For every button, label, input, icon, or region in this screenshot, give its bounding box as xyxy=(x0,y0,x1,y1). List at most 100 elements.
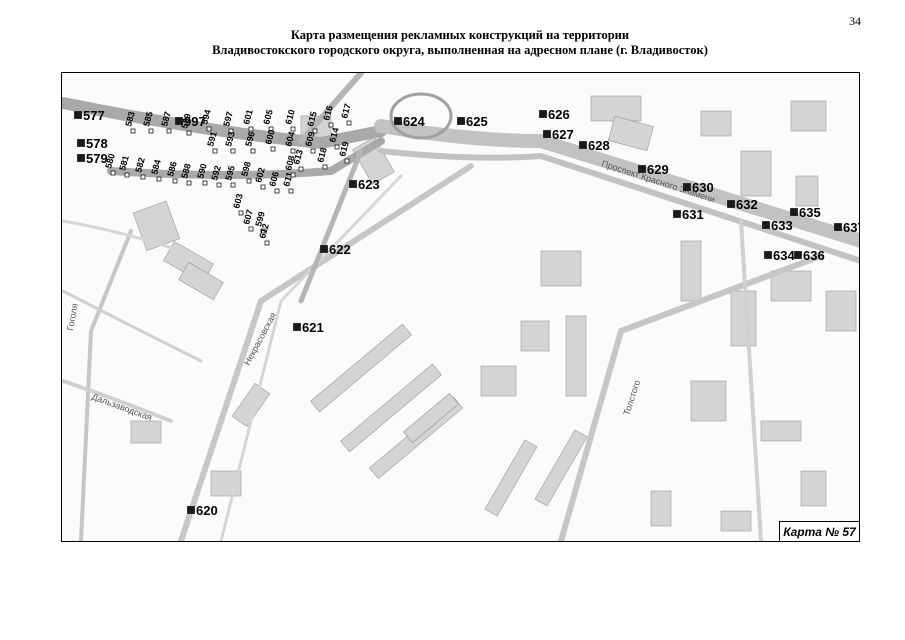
ad-marker-614[interactable]: 614 xyxy=(327,126,341,150)
ad-marker-square[interactable] xyxy=(130,128,136,134)
ad-marker-square[interactable] xyxy=(238,210,244,216)
ad-marker-624[interactable]: 624 xyxy=(394,114,426,129)
ad-marker-612[interactable]: 612 xyxy=(257,222,271,246)
ad-marker-580[interactable]: 580 xyxy=(103,152,117,176)
ad-marker-square[interactable] xyxy=(539,110,547,118)
ad-marker-594[interactable]: 594 xyxy=(199,108,213,132)
ad-marker-623[interactable]: 623 xyxy=(349,177,380,192)
ad-marker-593[interactable]: 593 xyxy=(223,130,237,154)
ad-marker-square[interactable] xyxy=(274,188,280,194)
ad-marker-square[interactable] xyxy=(638,165,646,173)
ad-marker-square[interactable] xyxy=(74,111,82,119)
ad-marker-square[interactable] xyxy=(172,178,178,184)
ad-marker-square[interactable] xyxy=(312,128,318,134)
ad-marker-square[interactable] xyxy=(156,176,162,182)
ad-marker-square[interactable] xyxy=(764,251,772,259)
ad-marker-square[interactable] xyxy=(77,154,85,162)
ad-marker-square[interactable] xyxy=(268,126,274,132)
ad-marker-square[interactable] xyxy=(216,182,222,188)
ad-marker-square[interactable] xyxy=(206,126,212,132)
ad-marker-587[interactable]: 587 xyxy=(159,110,173,134)
ad-marker-603[interactable]: 603 xyxy=(231,192,245,216)
ad-marker-584[interactable]: 584 xyxy=(149,158,163,182)
ad-marker-579[interactable]: 579 xyxy=(77,151,108,166)
ad-marker-622[interactable]: 622 xyxy=(320,242,351,257)
ad-marker-627[interactable]: 627 xyxy=(543,127,574,142)
ad-marker-square[interactable] xyxy=(175,117,183,125)
ad-marker-630[interactable]: 630 xyxy=(683,180,714,195)
ad-marker-square[interactable] xyxy=(790,208,798,216)
ad-marker-591[interactable]: 591 xyxy=(205,130,219,154)
ad-marker-596[interactable]: 596 xyxy=(243,130,257,154)
ad-marker-577[interactable]: 577 xyxy=(74,108,105,123)
ad-marker-square[interactable] xyxy=(794,251,802,259)
ad-marker-square[interactable] xyxy=(230,148,236,154)
map-canvas[interactable]: Некрасовская Гоголя Толстого Проспект Кр… xyxy=(62,73,860,542)
ad-marker-581[interactable]: 581 xyxy=(117,154,131,178)
ad-marker-square[interactable] xyxy=(140,174,146,180)
ad-marker-square[interactable] xyxy=(320,245,328,253)
ad-marker-601[interactable]: 601 xyxy=(241,108,255,132)
ad-marker-609[interactable]: 609 xyxy=(303,130,317,154)
ad-marker-square[interactable] xyxy=(298,166,304,172)
ad-marker-588[interactable]: 588 xyxy=(179,162,193,186)
ad-marker-613[interactable]: 613 xyxy=(291,148,305,172)
ad-marker-square[interactable] xyxy=(288,188,294,194)
ad-marker-598[interactable]: 598 xyxy=(239,160,253,184)
ad-marker-square[interactable] xyxy=(148,128,154,134)
ad-marker-590[interactable]: 590 xyxy=(195,162,209,186)
ad-marker-636[interactable]: 636 xyxy=(794,248,825,263)
ad-marker-585[interactable]: 585 xyxy=(141,110,155,134)
ad-marker-606[interactable]: 606 xyxy=(267,170,281,194)
ad-marker-633[interactable]: 633 xyxy=(762,218,793,233)
ad-marker-square[interactable] xyxy=(270,146,276,152)
ad-marker-600[interactable]: 600 xyxy=(263,128,277,152)
ad-marker-square[interactable] xyxy=(349,180,357,188)
ad-marker-605[interactable]: 605 xyxy=(261,108,275,132)
ad-marker-607[interactable]: 607 xyxy=(241,208,255,232)
ad-marker-square[interactable] xyxy=(310,148,316,154)
ad-marker-square[interactable] xyxy=(673,210,681,218)
ad-marker-582[interactable]: 582 xyxy=(133,156,147,180)
ad-marker-square[interactable] xyxy=(248,126,254,132)
ad-marker-610[interactable]: 610 xyxy=(283,108,297,132)
ad-marker-square[interactable] xyxy=(248,226,254,232)
ad-marker-square[interactable] xyxy=(260,184,266,190)
ad-marker-586[interactable]: 586 xyxy=(165,160,179,184)
ad-marker-618[interactable]: 618 xyxy=(315,146,329,170)
ad-marker-597[interactable]: 597 xyxy=(221,110,235,134)
ad-marker-square[interactable] xyxy=(186,180,192,186)
ad-marker-square[interactable] xyxy=(250,148,256,154)
ad-marker-617[interactable]: 617 xyxy=(339,102,353,126)
ad-marker-629[interactable]: 629 xyxy=(638,162,669,177)
ad-marker-square[interactable] xyxy=(683,183,691,191)
ad-marker-583[interactable]: 583 xyxy=(123,110,137,134)
ad-marker-615[interactable]: 615 xyxy=(305,110,319,134)
ad-marker-square[interactable] xyxy=(834,223,842,231)
ad-marker-616[interactable]: 616 xyxy=(321,104,335,128)
ad-marker-square[interactable] xyxy=(264,240,270,246)
ad-marker-620[interactable]: 620 xyxy=(187,503,218,518)
ad-marker-square[interactable] xyxy=(394,117,402,125)
ad-marker-589[interactable]: 589 xyxy=(179,112,193,136)
ad-marker-square[interactable] xyxy=(543,130,551,138)
ad-marker-634[interactable]: 634 xyxy=(764,248,796,263)
ad-marker-square[interactable] xyxy=(110,170,116,176)
ad-marker-square[interactable] xyxy=(290,172,296,178)
ad-marker-square[interactable] xyxy=(727,200,735,208)
ad-marker-square[interactable] xyxy=(77,139,85,147)
ad-marker-square[interactable] xyxy=(186,130,192,136)
ad-marker-square[interactable] xyxy=(346,120,352,126)
ad-marker-997[interactable]: 997 xyxy=(175,114,206,129)
ad-marker-602[interactable]: 602 xyxy=(253,166,267,190)
ad-marker-square[interactable] xyxy=(322,164,328,170)
ad-marker-square[interactable] xyxy=(187,506,195,514)
map-frame[interactable]: Некрасовская Гоголя Толстого Проспект Кр… xyxy=(61,72,860,542)
ad-marker-square[interactable] xyxy=(230,182,236,188)
ad-marker-square[interactable] xyxy=(228,128,234,134)
ad-marker-635[interactable]: 635 xyxy=(790,205,821,220)
ad-marker-625[interactable]: 625 xyxy=(457,114,488,129)
ad-marker-637[interactable]: 637 xyxy=(834,220,861,235)
ad-marker-square[interactable] xyxy=(212,148,218,154)
ad-marker-square[interactable] xyxy=(579,141,587,149)
